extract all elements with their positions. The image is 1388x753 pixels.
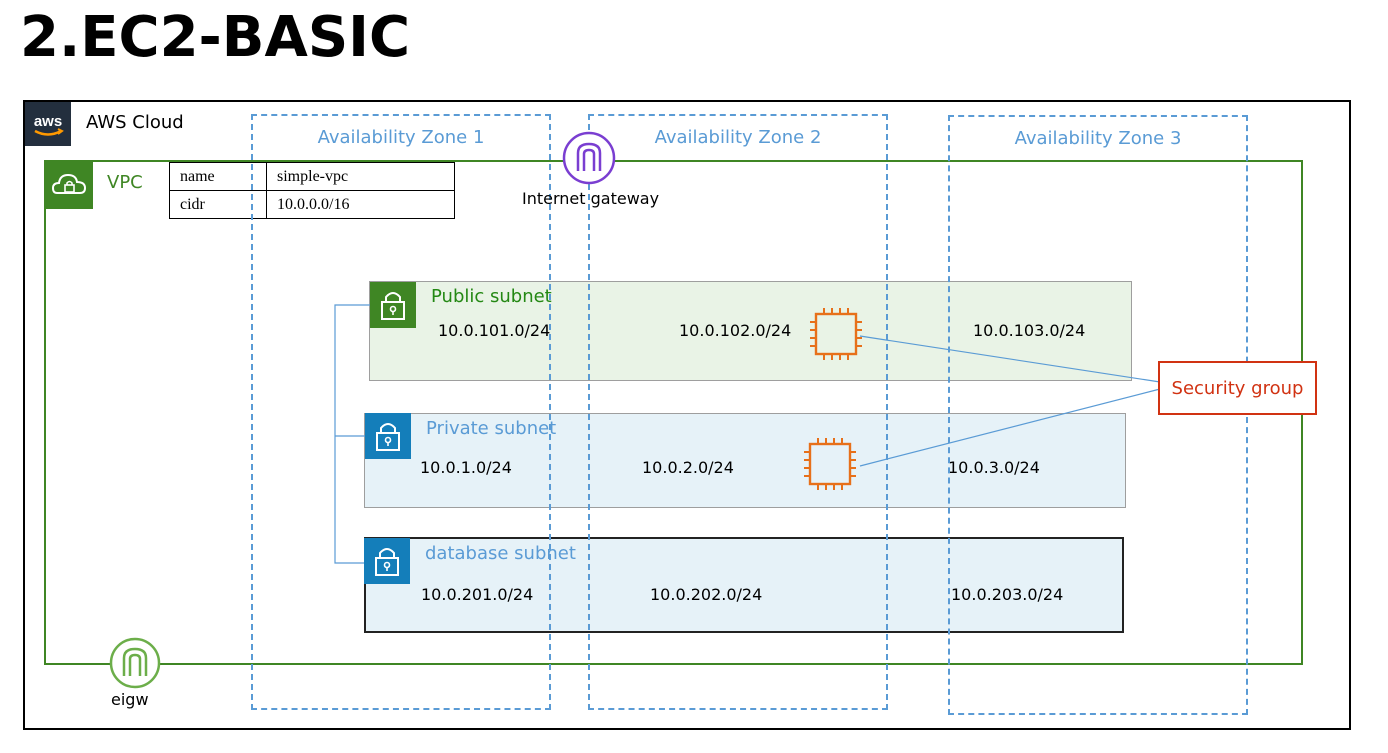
private-subnet-label: Private subnet — [426, 418, 557, 439]
security-group-connector — [859, 335, 1161, 383]
security-group-connector — [859, 388, 1161, 467]
public-subnet — [369, 281, 1132, 381]
page-title: 2.EC2-BASIC — [20, 5, 411, 70]
database-subnet-label: database subnet — [425, 543, 576, 564]
availability-zone-1 — [251, 114, 551, 710]
aws-cloud-group — [23, 100, 1351, 730]
vpc-info-table: name simple-vpc cidr 10.0.0.0/16 — [169, 162, 455, 219]
aws-logo-text: aws — [34, 113, 62, 130]
vpc-label: VPC — [107, 172, 143, 193]
vpc-info-value: simple-vpc — [266, 162, 455, 191]
public-subnet-cidr-az2: 10.0.102.0/24 — [679, 321, 792, 340]
table-row: cidr 10.0.0.0/16 — [169, 190, 455, 219]
public-subnet-label: Public subnet — [431, 286, 552, 307]
security-group-label: Security group — [1171, 377, 1304, 399]
lock-icon — [370, 282, 416, 328]
vpc-info-key: cidr — [169, 190, 267, 219]
private-subnet — [364, 413, 1126, 508]
eigw-icon — [109, 637, 161, 689]
private-subnet-cidr-az3: 10.0.3.0/24 — [948, 458, 1040, 477]
availability-zone-label: Availability Zone 2 — [654, 127, 822, 148]
aws-logo-icon: aws — [25, 102, 71, 146]
subnet-bracket-line — [334, 304, 370, 564]
lock-icon — [365, 413, 411, 459]
database-subnet-cidr-az1: 10.0.201.0/24 — [421, 585, 534, 604]
internet-gateway-label: Internet gateway — [522, 189, 660, 208]
ec2-instance-icon — [804, 438, 856, 490]
cloud-lock-icon — [45, 161, 93, 209]
ec2-instance-icon — [810, 308, 862, 360]
availability-zone-2 — [588, 114, 888, 710]
private-subnet-cidr-az2: 10.0.2.0/24 — [642, 458, 734, 477]
availability-zone-label: Availability Zone 3 — [1014, 128, 1182, 149]
lock-icon — [364, 538, 410, 584]
vpc-info-key: name — [169, 162, 267, 191]
database-subnet-cidr-az3: 10.0.203.0/24 — [951, 585, 1064, 604]
vpc-info-value: 10.0.0.0/16 — [266, 190, 455, 219]
availability-zone-3 — [948, 115, 1248, 715]
table-row: name simple-vpc — [169, 162, 455, 191]
private-subnet-cidr-az1: 10.0.1.0/24 — [420, 458, 512, 477]
aws-cloud-label: AWS Cloud — [86, 112, 184, 133]
database-subnet-cidr-az2: 10.0.202.0/24 — [650, 585, 763, 604]
database-subnet — [364, 537, 1124, 633]
eigw-label: eigw — [111, 690, 149, 709]
security-group-box: Security group — [1158, 361, 1317, 415]
availability-zone-label: Availability Zone 1 — [317, 127, 485, 148]
internet-gateway-icon — [562, 131, 616, 185]
public-subnet-cidr-az1: 10.0.101.0/24 — [438, 321, 551, 340]
public-subnet-cidr-az3: 10.0.103.0/24 — [973, 321, 1086, 340]
